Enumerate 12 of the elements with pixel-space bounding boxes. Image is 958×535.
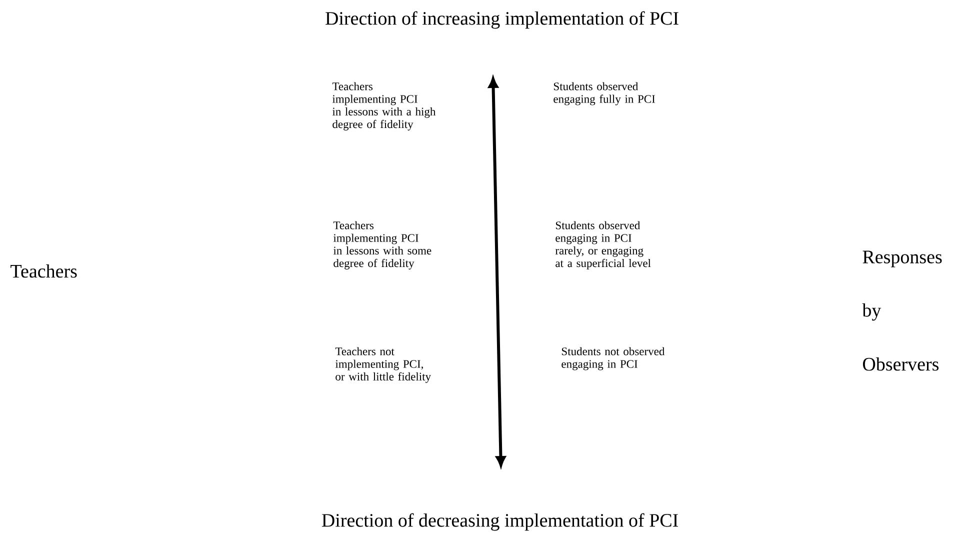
description-text: Teachers implementing PCI in lessons with some degree of fidelity: [333, 221, 432, 270]
axis-label: Observers: [862, 357, 939, 371]
description-text: Teachers implementing PCI in lessons with a high degree of fidelity: [332, 82, 436, 130]
description-text: Students observed engaging fully in PCI: [554, 82, 655, 106]
heading-text: Direction of decreasing implementation of PCI: [322, 513, 678, 531]
axis-label: Teachers: [10, 264, 77, 278]
heading-text: Direction of increasing implementation of PCI: [326, 11, 678, 29]
description-text: Students observed engaging in PCI rarely, or engaging at a superficial level: [555, 221, 651, 270]
description-text: Teachers not implementing PCI, or with little fidelity: [335, 347, 431, 383]
description-text: Students not observed engaging in PCI: [562, 347, 665, 370]
axis-label: Responses: [862, 250, 942, 268]
axis-label: by: [862, 303, 882, 321]
